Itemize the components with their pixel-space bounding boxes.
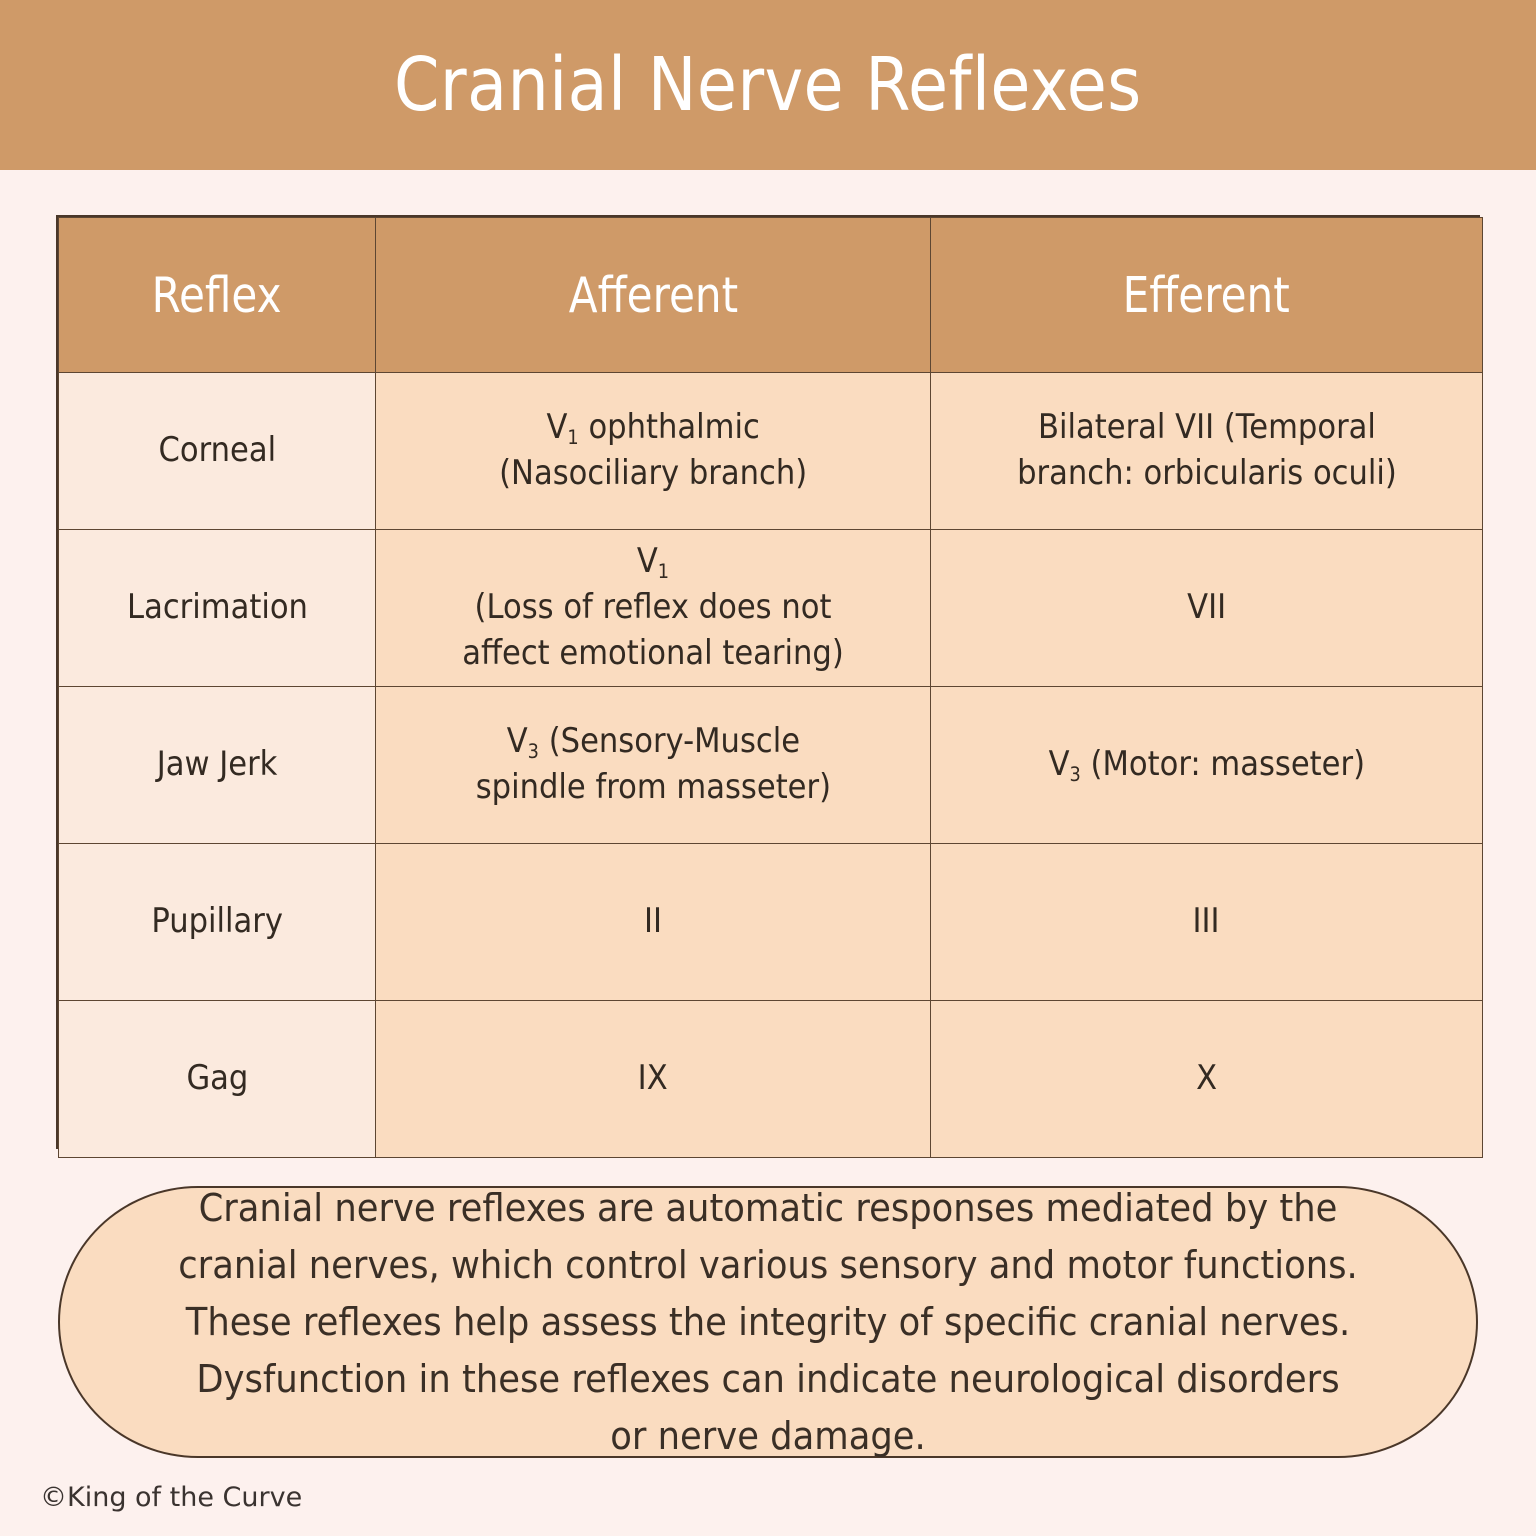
summary-callout-text: Cranial nerve reflexes are automatic res… <box>178 1185 1358 1458</box>
cell-reflex: Pupillary <box>58 843 376 1001</box>
column-header-afferent: Afferent <box>375 217 931 373</box>
afferent-value: V1 ophthalmic(Nasociliary branch) <box>498 407 808 493</box>
efferent-value: V3 (Motor: masseter) <box>1048 744 1365 787</box>
table-body: Corneal V1 ophthalmic(Nasociliary branch… <box>58 372 1483 1158</box>
subscript: 1 <box>657 560 670 584</box>
header-banner: Cranial Nerve Reflexes <box>0 0 1536 170</box>
cell-reflex: Gag <box>58 1000 376 1158</box>
reflex-name: Lacrimation <box>126 587 308 628</box>
subscript: 3 <box>527 740 539 764</box>
efferent-value: X <box>1196 1058 1217 1099</box>
table-row: Pupillary II III <box>58 843 1483 1001</box>
subscript: 1 <box>567 426 579 450</box>
afferent-value: II <box>643 901 663 942</box>
table-row: Gag IX X <box>58 1000 1483 1158</box>
column-header-afferent-label: Afferent <box>568 266 738 324</box>
column-header-reflex: Reflex <box>58 217 376 373</box>
reflex-name: Pupillary <box>151 901 283 942</box>
cell-reflex: Corneal <box>58 372 376 530</box>
attribution-text: ©King of the Curve <box>40 1482 303 1513</box>
column-header-efferent: Efferent <box>930 217 1483 373</box>
cell-efferent: V3 (Motor: masseter) <box>930 686 1483 844</box>
cell-efferent: X <box>930 1000 1483 1158</box>
efferent-value: III <box>1192 901 1221 942</box>
afferent-value: IX <box>637 1058 668 1099</box>
cell-efferent: III <box>930 843 1483 1001</box>
reflex-name: Jaw Jerk <box>156 744 278 785</box>
cell-reflex: Jaw Jerk <box>58 686 376 844</box>
table-header: Reflex Afferent Efferent <box>58 217 1483 373</box>
cranial-nerve-reflex-table: Reflex Afferent Efferent Corneal V1 opht… <box>58 217 1483 1158</box>
subscript: 3 <box>1069 763 1081 787</box>
page-title: Cranial Nerve Reflexes <box>394 42 1142 128</box>
reflex-name: Corneal <box>158 430 276 471</box>
column-header-efferent-label: Efferent <box>1122 266 1291 324</box>
column-header-reflex-label: Reflex <box>152 266 282 324</box>
cell-reflex: Lacrimation <box>58 529 376 687</box>
reflex-table-container: Reflex Afferent Efferent Corneal V1 opht… <box>56 215 1483 1158</box>
reflex-name: Gag <box>186 1058 248 1099</box>
cell-efferent: VII <box>930 529 1483 687</box>
table-row: Corneal V1 ophthalmic(Nasociliary branch… <box>58 372 1483 530</box>
cell-afferent: II <box>375 843 931 1001</box>
cell-afferent: V1 ophthalmic(Nasociliary branch) <box>375 372 931 530</box>
table-header-row: Reflex Afferent Efferent <box>58 217 1483 373</box>
efferent-value: VII <box>1186 587 1226 628</box>
cell-afferent: IX <box>375 1000 931 1158</box>
summary-callout: Cranial nerve reflexes are automatic res… <box>58 1186 1478 1458</box>
